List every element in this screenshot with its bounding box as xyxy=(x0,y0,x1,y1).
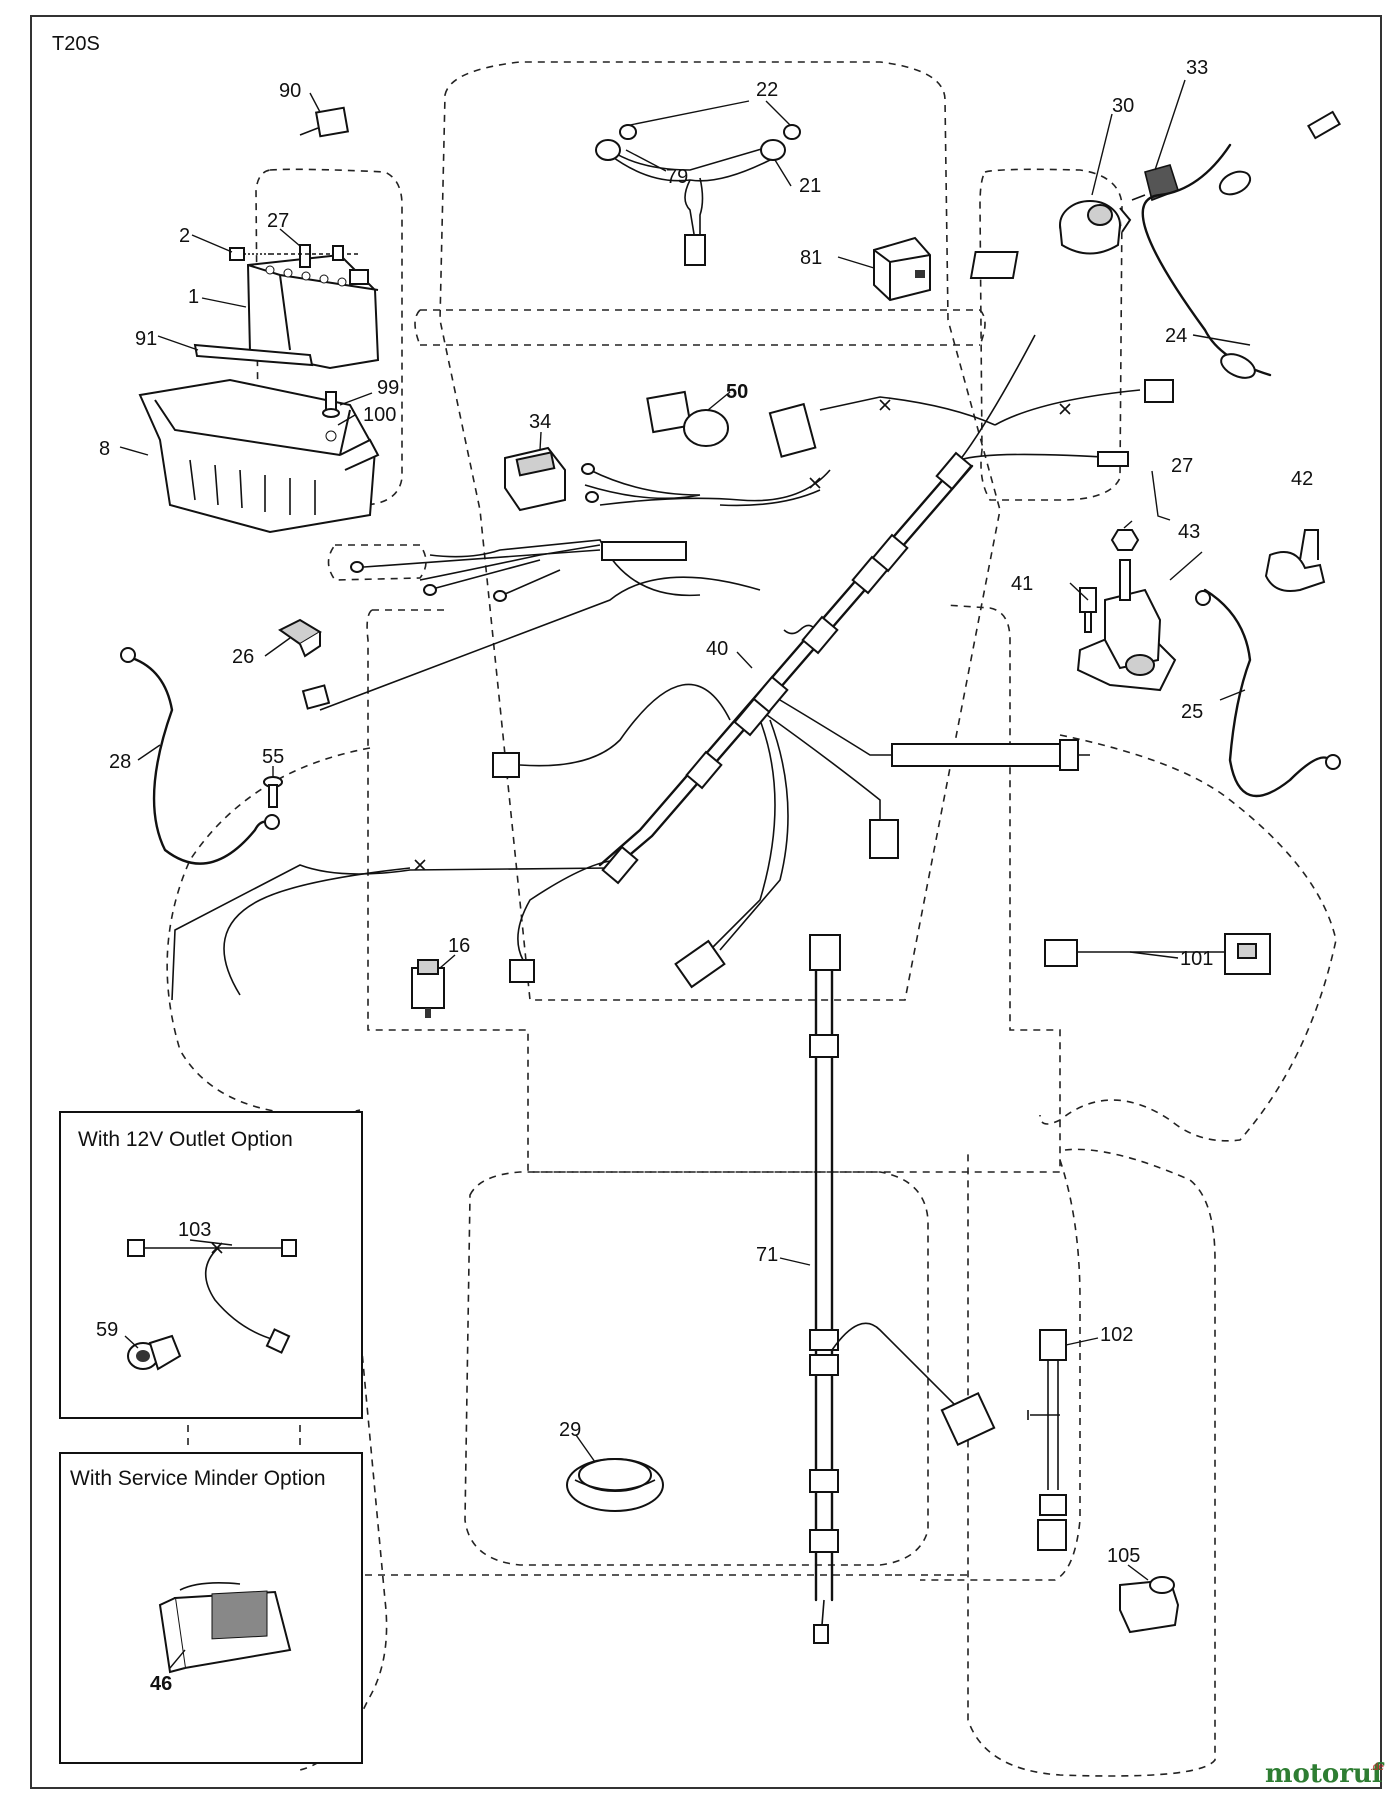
callout-81: 81 xyxy=(800,247,822,269)
relay-icon xyxy=(873,236,931,302)
pto-switch-icon xyxy=(646,390,729,447)
key-icon xyxy=(1131,164,1179,202)
callout-42: 42 xyxy=(1291,468,1313,490)
callout-1: 1 xyxy=(188,286,199,308)
battery-bolt-icon xyxy=(229,245,360,261)
watermark-suffix: .de xyxy=(1370,1762,1384,1773)
callout-71: 71 xyxy=(756,1244,778,1266)
model-code: T20S xyxy=(52,33,100,55)
callout-105: 105 xyxy=(1107,1545,1140,1567)
callout-21: 21 xyxy=(799,175,821,197)
option-box-12v-outlet: With 12V Outlet Option xyxy=(59,1111,363,1419)
seat-switch-icon xyxy=(411,959,445,1018)
callout-43: 43 xyxy=(1178,521,1200,543)
callout-8: 8 xyxy=(99,438,110,460)
callout-46: 46 xyxy=(150,1673,172,1695)
watermark-text: motoruf xyxy=(1265,1759,1385,1789)
callout-102: 102 xyxy=(1100,1324,1133,1346)
callout-27-solenoid: 27 xyxy=(1171,455,1193,477)
tray-bolt-icon xyxy=(322,391,340,442)
battery-tray-icon xyxy=(138,343,380,534)
callout-59: 59 xyxy=(96,1319,118,1341)
option-box-service-minder: With Service Minder Option xyxy=(59,1452,363,1764)
fuse-icon xyxy=(278,618,322,658)
ground-cable-icon xyxy=(1195,588,1341,798)
terminal-boot-icon xyxy=(299,106,350,138)
option-box-12v-outlet-title: With 12V Outlet Option xyxy=(78,1128,293,1151)
callout-101: 101 xyxy=(1180,948,1213,970)
callout-30: 30 xyxy=(1112,95,1134,117)
option-box-service-minder-title: With Service Minder Option xyxy=(70,1467,326,1490)
callout-40: 40 xyxy=(706,638,728,660)
callout-29: 29 xyxy=(559,1419,581,1441)
harness-102-icon xyxy=(1027,1329,1067,1551)
outlet-socket-icon xyxy=(127,1334,182,1371)
diagram-frame xyxy=(30,15,1382,1789)
callout-25: 25 xyxy=(1181,701,1203,723)
starter-solenoid-icon xyxy=(1076,529,1177,692)
watermark: motoruf .de xyxy=(1265,1759,1385,1789)
callout-2: 2 xyxy=(179,225,190,247)
callout-103: 103 xyxy=(178,1219,211,1241)
ground-screw-icon xyxy=(263,776,283,808)
callout-79: 79 xyxy=(666,166,688,188)
fuel-solenoid-icon xyxy=(1119,1576,1180,1634)
leader-lines xyxy=(119,79,1251,1669)
terminal-cover-icon xyxy=(1264,529,1326,592)
outlet-harness-icon xyxy=(127,1239,297,1354)
ground-strap-icon xyxy=(120,647,280,865)
callout-27-battery: 27 xyxy=(267,210,289,232)
ignition-switch-icon xyxy=(1059,200,1132,255)
callout-91: 91 xyxy=(135,328,157,350)
callout-26: 26 xyxy=(232,646,254,668)
callout-99: 99 xyxy=(377,377,399,399)
main-harness xyxy=(171,251,1174,1001)
callout-28: 28 xyxy=(109,751,131,773)
callout-24: 24 xyxy=(1165,325,1187,347)
callout-34: 34 xyxy=(529,411,551,433)
callout-90: 90 xyxy=(279,80,301,102)
callout-100: 100 xyxy=(363,404,396,426)
callout-16: 16 xyxy=(448,935,470,957)
callout-22: 22 xyxy=(756,79,778,101)
rocker-switch-icon xyxy=(504,446,566,512)
callout-41: 41 xyxy=(1011,573,1033,595)
harness-101-icon xyxy=(1044,933,1271,975)
battery-icon xyxy=(246,244,380,370)
callout-50: 50 xyxy=(726,381,748,403)
service-minder-display-icon xyxy=(158,1582,292,1674)
harness-71 xyxy=(809,934,996,1644)
callout-labels: 2 27 1 91 8 99 100 90 22 79 21 81 30 33 … xyxy=(96,57,1313,1695)
grommet-icon xyxy=(566,1458,664,1512)
callout-33: 33 xyxy=(1186,57,1208,79)
headlight-harness-icon xyxy=(595,124,801,266)
battery-cable-icon xyxy=(1141,110,1341,379)
callout-55: 55 xyxy=(262,746,284,768)
